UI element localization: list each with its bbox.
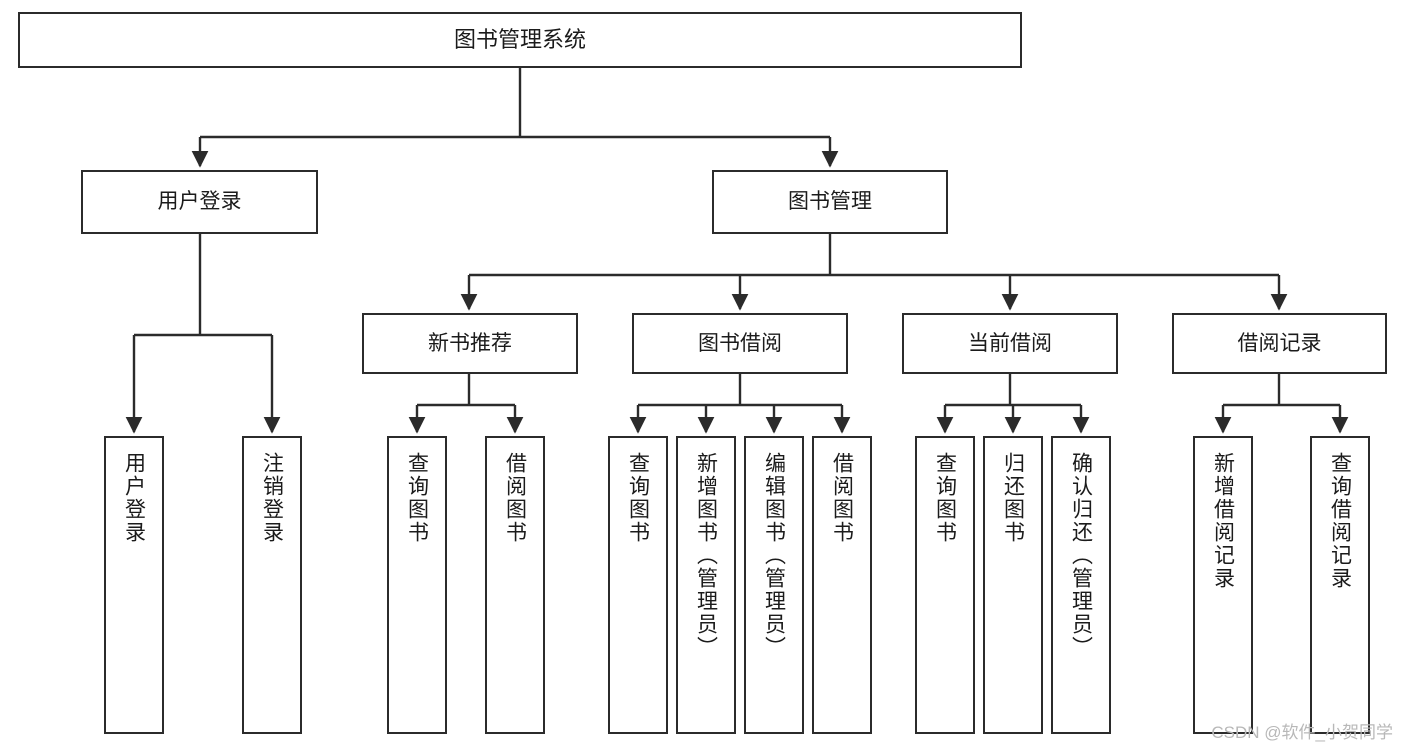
node-book-borrow[interactable]: 图书借阅 [632,313,848,374]
node-label: 新书推荐 [428,331,512,355]
leaf-borrow-book-1[interactable]: 借阅图书 [485,436,545,734]
node-label: 确认归还（管理员） [1069,452,1093,659]
node-label: 查询图书 [405,452,429,544]
leaf-query-record[interactable]: 查询借阅记录 [1310,436,1370,734]
leaf-query-book-3[interactable]: 查询图书 [915,436,975,734]
node-label: 图书管理 [788,190,872,214]
node-new-book-recommend[interactable]: 新书推荐 [362,313,578,374]
leaf-add-book[interactable]: 新增图书（管理员） [676,436,736,734]
node-label: 用户登录 [122,452,146,544]
node-label: 当前借阅 [968,331,1052,355]
node-label: 借阅记录 [1237,331,1322,355]
node-label: 查询图书 [933,452,957,544]
leaf-user-login[interactable]: 用户登录 [104,436,164,734]
node-book-management[interactable]: 图书管理 [712,170,948,234]
node-root-book-management-system[interactable]: 图书管理系统 [18,12,1022,68]
leaf-add-record[interactable]: 新增借阅记录 [1193,436,1253,734]
node-label: 查询借阅记录 [1328,452,1352,590]
node-label: 归还图书 [1001,452,1025,544]
leaf-edit-book[interactable]: 编辑图书（管理员） [744,436,804,734]
node-label: 借阅图书 [503,452,527,544]
node-label: 用户登录 [157,190,242,214]
leaf-borrow-book-2[interactable]: 借阅图书 [812,436,872,734]
node-current-borrow[interactable]: 当前借阅 [902,313,1118,374]
node-label: 编辑图书（管理员） [762,452,786,659]
node-label: 图书管理系统 [453,26,586,52]
leaf-confirm-return[interactable]: 确认归还（管理员） [1051,436,1111,734]
node-label: 新增借阅记录 [1211,452,1235,590]
node-label: 注销登录 [260,452,284,544]
leaf-query-book-2[interactable]: 查询图书 [608,436,668,734]
node-label: 查询图书 [626,452,650,544]
node-label: 借阅图书 [830,452,854,544]
node-user-login[interactable]: 用户登录 [81,170,318,234]
leaf-user-logout[interactable]: 注销登录 [242,436,302,734]
node-label: 图书借阅 [698,331,782,355]
node-label: 新增图书（管理员） [694,452,718,659]
node-borrow-record[interactable]: 借阅记录 [1172,313,1387,374]
csdn-watermark: CSDN @软件_小贺同学 [1211,723,1393,742]
leaf-query-book-1[interactable]: 查询图书 [387,436,447,734]
leaf-return-book[interactable]: 归还图书 [983,436,1043,734]
